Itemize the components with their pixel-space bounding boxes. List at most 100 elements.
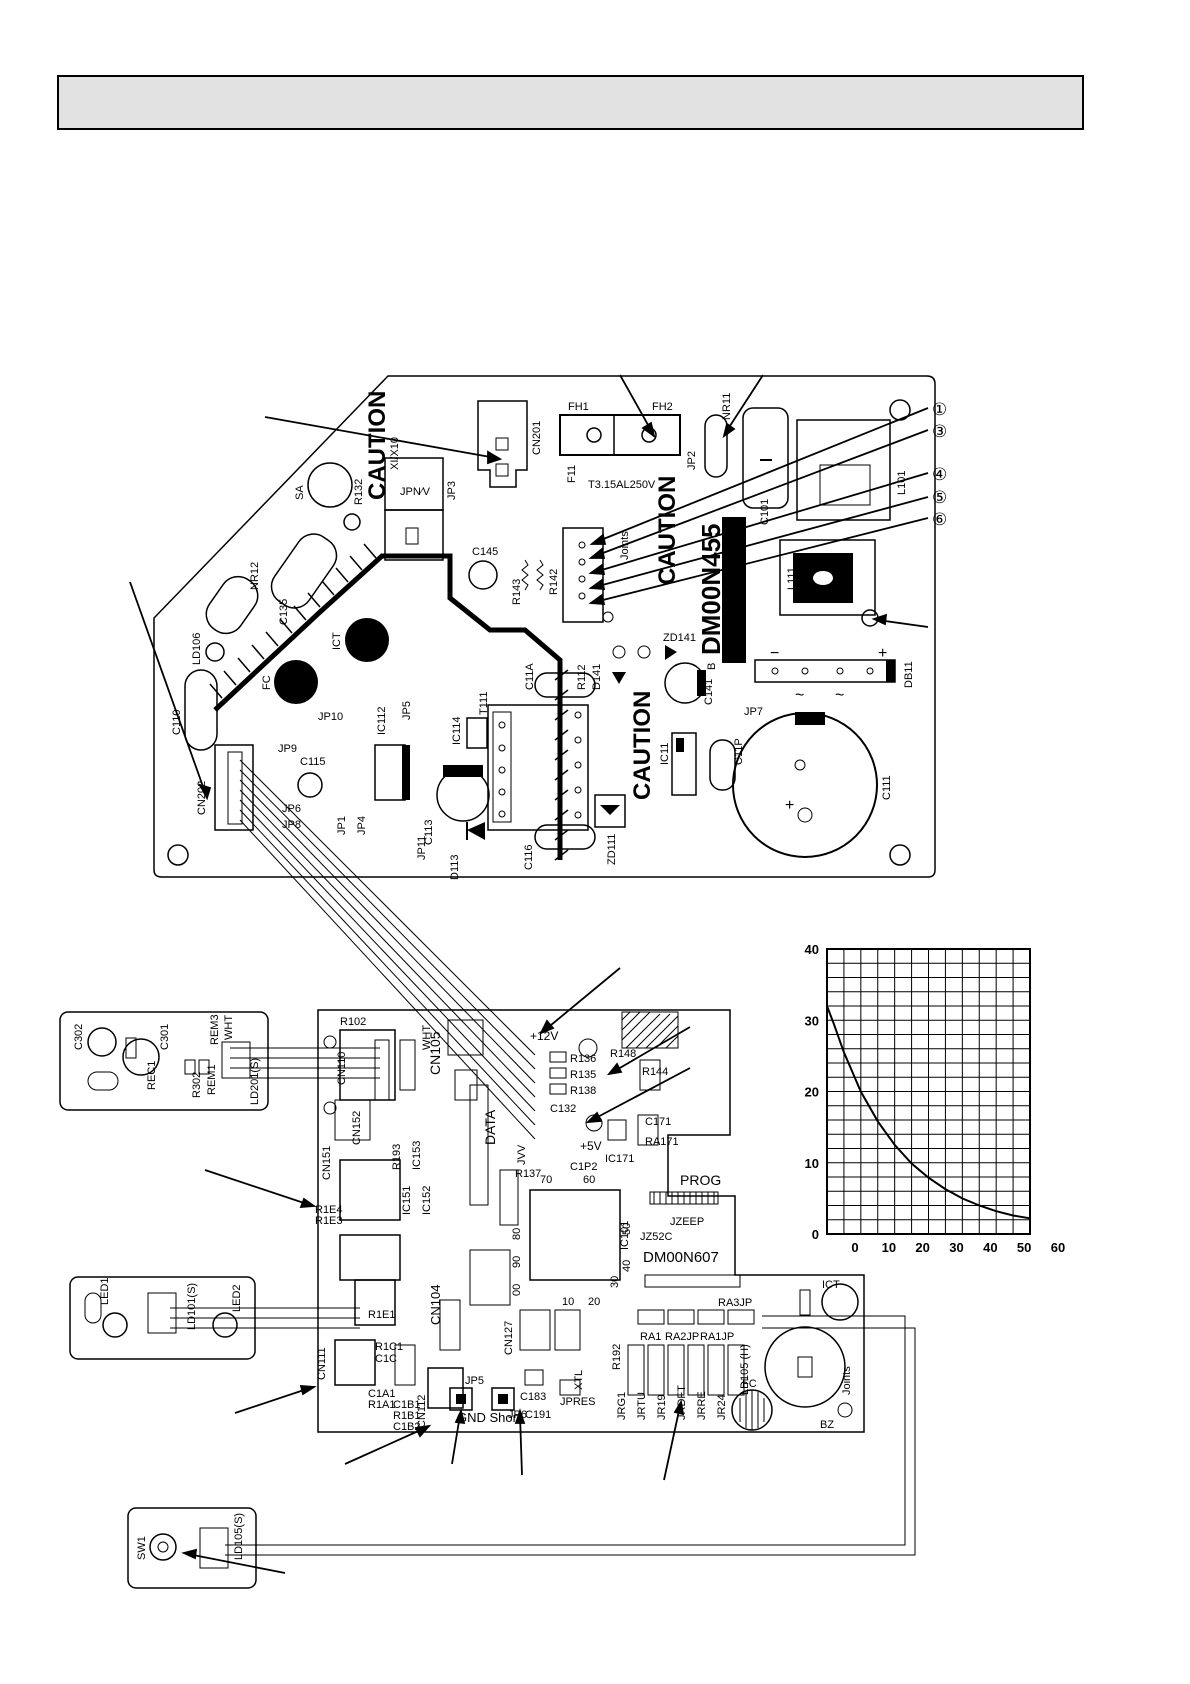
callout-arrows-top [129,374,929,801]
capacitor-c101 [742,407,789,509]
pin-20: 20 [588,1296,600,1308]
c1b2-label: C1B2 [393,1421,421,1433]
c132-label: C132 [550,1103,576,1115]
joints-ctrl-label: Joints [841,1366,853,1395]
led1-label: LED1 [99,1277,111,1305]
capacitor-c115 [297,772,323,798]
c135-label: C135 [278,599,290,625]
jr24-label: JR24 [716,1394,728,1420]
rem3-label: REM3 [209,1014,221,1045]
ic112-label: IC112 [376,706,388,735]
gnd-short-label: GND Short [457,1410,521,1425]
indicator-3: ③ [932,422,947,441]
ld201-label: LD201(S) [249,1058,261,1105]
cn112-label: CN112 [416,1395,428,1428]
c183-label: C183 [520,1391,546,1403]
wht-recv-label: WHT [223,1015,235,1040]
r1e3-label: R1E3 [315,1215,343,1227]
wht-label: WHT [421,1025,433,1050]
led-board: LED1 LED2 LD101(S) [69,1276,256,1360]
db11-ac1: ~ [795,687,804,704]
pin-b-label: B [706,663,718,670]
indicator-1: ① [932,400,947,419]
v5-label: +5V [580,1139,602,1153]
r1b1-label: R1B1 [393,1410,421,1422]
jp1-label: JP1 [336,816,348,835]
ict-black-dot [345,618,389,662]
mount-hole [167,844,189,866]
zd141-label: ZD141 [663,632,696,644]
chart-y-tick-label: 20 [805,1085,819,1100]
capacitor-c11p [709,739,736,791]
db11-minus: − [770,645,779,662]
jp5-label: JP5 [401,701,413,720]
ic153-label: IC153 [411,1141,423,1170]
jpres-label: JPRES [560,1396,595,1408]
jrtu-label: JRTU [636,1392,648,1420]
indicator-5: ⑤ [932,488,947,507]
ic11-label: IC11 [659,743,671,765]
r193-label: R193 [391,1144,403,1170]
connector-cn151 [339,1159,401,1221]
ribbon-cable [239,759,536,1140]
fuse-rating: T3.15AL250V [588,479,656,491]
jp2-label: JP2 [686,451,698,470]
d113-label: D113 [449,855,461,880]
r142-label: R142 [548,569,560,595]
ld105h-label: LD105 (H) [739,1344,751,1395]
nr12-label: NR12 [249,562,261,590]
control-board: +12V CN110 CN105 WHT R102 CN152 R193 IC1… [315,1009,865,1433]
ra1-label: RA1 [640,1331,661,1343]
d141-label: D141 [591,664,603,690]
c116-label: C116 [523,845,535,870]
power-board: CN201 FH1 FH2 F11 T3.15AL250V JP2 NR11 C… [153,375,936,880]
receiver-wires [230,1047,380,1079]
fuse-holder [559,414,681,456]
db11-label: DB11 [903,661,915,688]
ld105-sw-label: LD105(S) [233,1513,245,1560]
ict-label: ICT [331,632,343,650]
ic112 [374,744,406,801]
surge-absorber-sa [307,462,353,508]
pin-80: 80 [511,1228,523,1240]
pin-70: 70 [540,1174,552,1186]
chart-y-tick-label: 10 [805,1156,819,1171]
fc-ctrl-label: FC [742,1378,757,1390]
l111-label: L111 [786,567,798,590]
ic101-chip [529,1189,621,1281]
receiver-board: C302 C301 REC1 REM3 WHT REM1 R302 LD201(… [59,1011,269,1111]
ra1jp-label: RA1JP [700,1331,734,1343]
mount-hole [889,844,911,866]
r138-label: R138 [570,1085,596,1097]
connector-cn111 [334,1339,376,1386]
chart-y-tick-label: 0 [812,1227,819,1242]
connector-cn201 [477,400,528,488]
chart-x-tick-label: 40 [983,1240,997,1255]
ra2jp-label: RA2JP [665,1331,699,1343]
jpnv-label: JPN∕V [400,486,431,498]
db11-ac2: ~ [835,687,844,704]
ic114 [466,717,488,749]
chart-series-line [826,1005,1031,1220]
isolation-hatch [209,543,569,861]
c1c-label: C1C [375,1353,397,1365]
cn111-label: CN111 [316,1347,328,1380]
c1p2-label: C1P2 [570,1161,598,1173]
isolation-barrier [213,553,563,860]
c1a1-label: C1A1 [368,1388,396,1400]
jp3-label: JP3 [446,481,458,500]
chart-x-tick-label: 60 [1051,1240,1065,1255]
fh1-label: FH1 [568,401,589,413]
jp5-ctrl-label: JP5 [465,1375,484,1387]
indicator-numbers: ① ③ ④ ⑤ ⑥ [932,400,947,529]
c113-label: C113 [423,820,435,845]
cn201-label: CN201 [531,421,543,455]
indicator-4: ④ [932,465,947,484]
zd111-label: ZD111 [606,834,618,865]
l101-label: L101 [896,471,908,495]
ic114-label: IC114 [451,716,463,745]
joints-connector [562,527,604,623]
rec1-label: REC1 [146,1061,158,1090]
